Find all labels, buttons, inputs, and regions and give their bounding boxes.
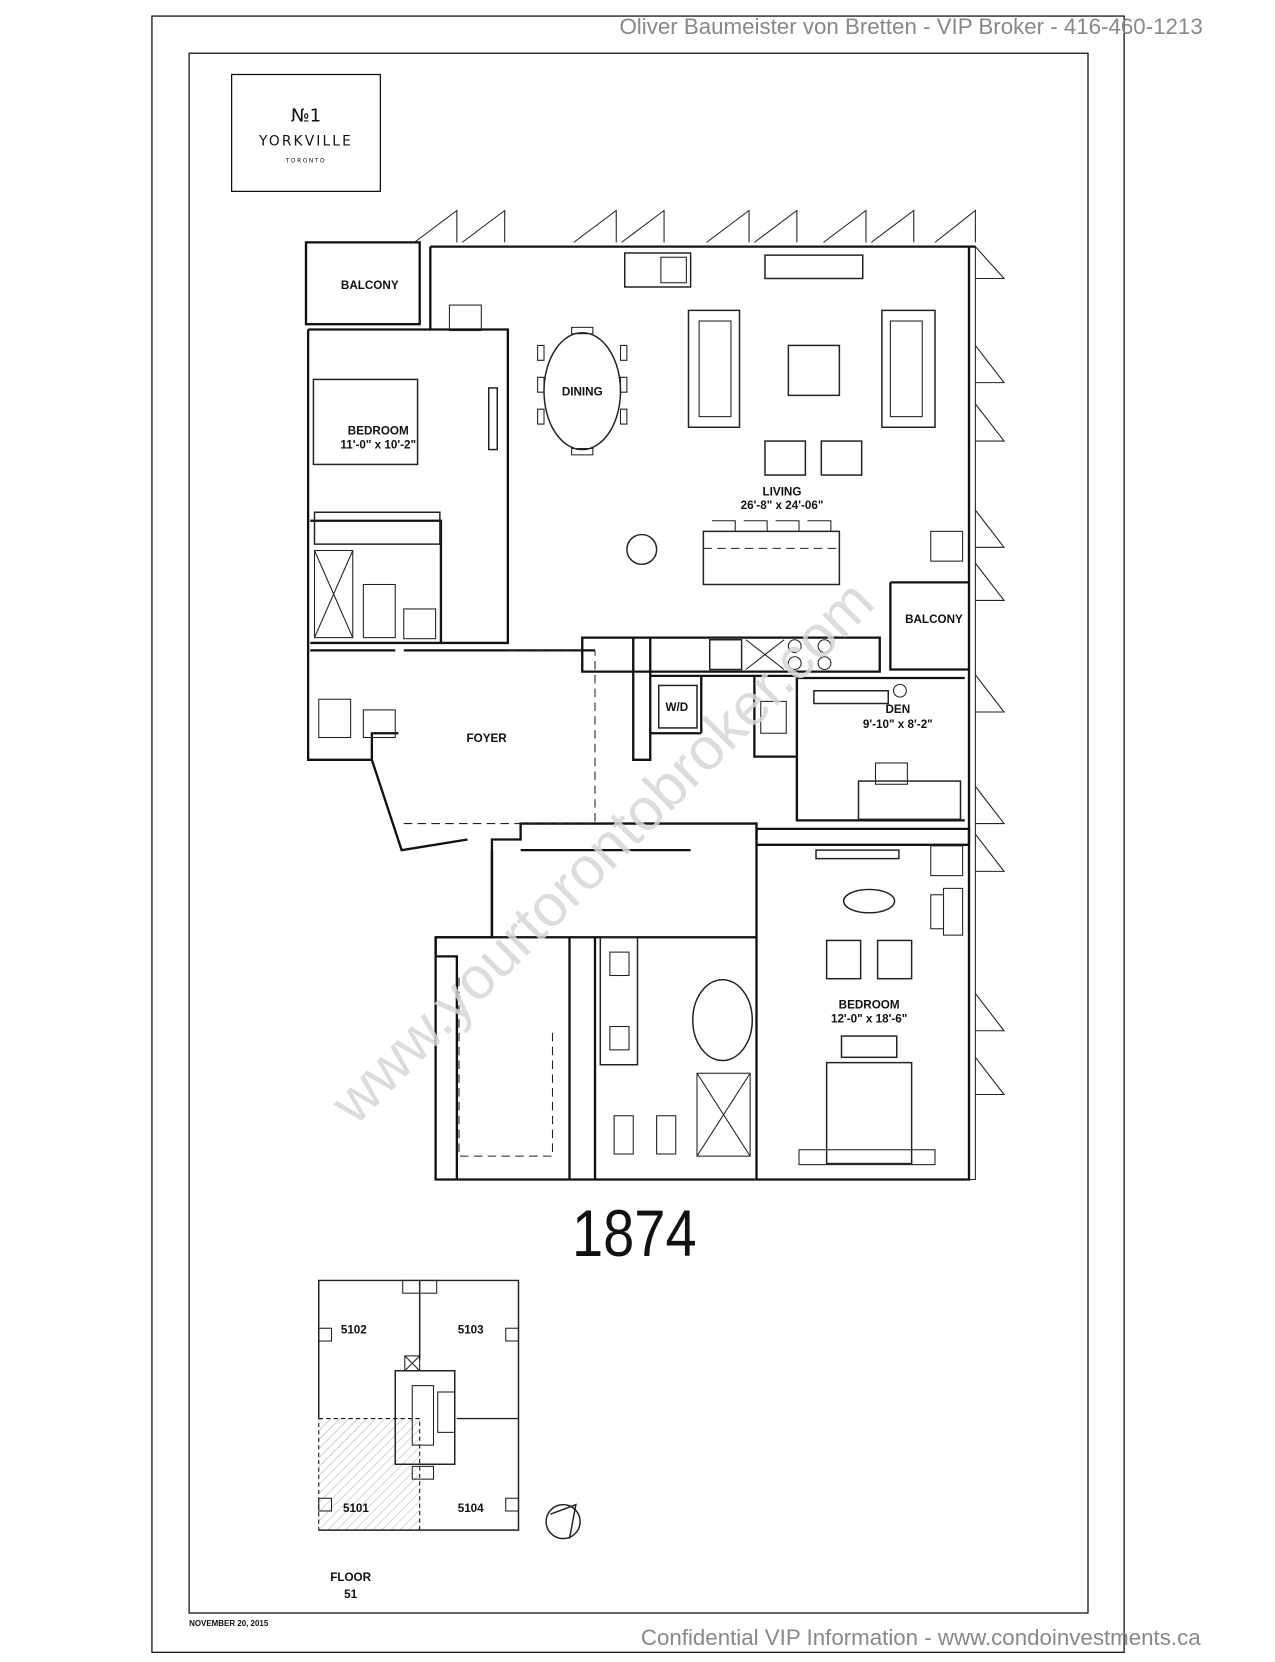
north-arrow-icon <box>545 1503 581 1540</box>
keyplan-unit-5102: 5102 <box>341 1324 367 1337</box>
room-label-wd: W/D <box>665 701 688 714</box>
unit-number: 1874 <box>572 1197 697 1270</box>
room-size-bedroom1: 11'-0" x 10'-2" <box>340 439 416 452</box>
yorkville-logo: №1 YORKVILLE TORONTO <box>230 73 382 193</box>
keyplan-unit-5103: 5103 <box>458 1324 484 1337</box>
room-label-balcony-left: BALCONY <box>341 279 399 292</box>
key-plan: 5102 5103 5101 5104 FLOOR 51 <box>318 1279 520 1601</box>
watermark-text: www.yourtorontobroker.com <box>317 567 887 1137</box>
floor-label: FLOOR <box>330 1571 371 1584</box>
room-label-balcony-right: BALCONY <box>905 613 963 626</box>
keyplan-unit-5101: 5101 <box>343 1502 369 1515</box>
foyer-dashed-boundary <box>403 649 596 825</box>
furniture <box>312 252 964 1166</box>
plan-date: NOVEMBER 20, 2015 <box>189 1619 269 1628</box>
header-broker-text: Oliver Baumeister von Bretten - VIP Brok… <box>619 14 1202 39</box>
room-size-den: 9'-10" x 8'-2" <box>863 718 933 731</box>
window-markers <box>414 209 1006 1181</box>
walls <box>304 241 976 1181</box>
room-size-living: 26'-8" x 24'-06" <box>741 499 824 512</box>
svg-text:YORKVILLE: YORKVILLE <box>258 134 353 150</box>
room-size-bedroom2: 12'-0" x 18'-6" <box>831 1012 907 1025</box>
page-frame <box>151 15 1125 1653</box>
keyplan-unit-5104: 5104 <box>458 1502 484 1515</box>
svg-text:№1: №1 <box>291 105 321 126</box>
room-label-dining: DINING <box>562 385 603 398</box>
room-label-foyer: FOYER <box>467 732 508 745</box>
inner-frame <box>188 52 1089 1614</box>
room-label-bedroom2: BEDROOM <box>839 998 900 1011</box>
room-labels: BALCONY BEDROOM 11'-0" x 10'-2" DINING L… <box>340 279 963 1025</box>
footer-confidential-text: Confidential VIP Information - www.condo… <box>641 1625 1201 1650</box>
room-label-den: DEN <box>885 703 910 716</box>
svg-text:TORONTO: TORONTO <box>285 159 326 165</box>
room-label-living: LIVING <box>763 485 802 498</box>
room-label-bedroom1: BEDROOM <box>348 425 409 438</box>
floor-number: 51 <box>344 1588 357 1601</box>
